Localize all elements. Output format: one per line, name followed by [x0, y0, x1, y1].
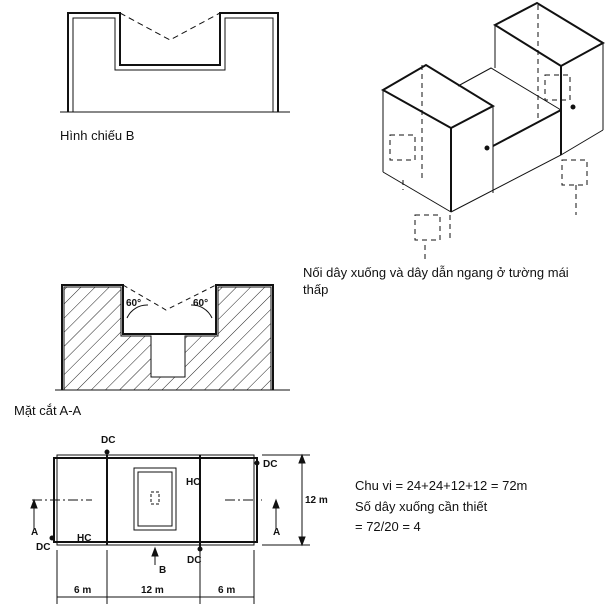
isometric-drawing: [380, 1, 606, 260]
dc-label-bottom: DC: [187, 555, 201, 566]
section-a-left: A: [31, 527, 38, 538]
isometric-caption-line2: thấp: [303, 282, 329, 297]
section-a-right: A: [273, 527, 280, 538]
elevation-b-caption: Hình chiếu B: [60, 128, 135, 143]
section-aa-drawing: 60° 60°: [55, 284, 290, 391]
view-b-label: B: [159, 565, 166, 576]
elevation-b-drawing: [60, 12, 290, 113]
dim-left: 6 m: [74, 585, 91, 596]
hc-label-bottom: HC: [77, 533, 91, 544]
isometric-caption-line1: Nối dây xuống và dây dẫn ngang ở tường m…: [303, 265, 569, 280]
downconductors-note: Số dây xuống cần thiết: [355, 499, 488, 514]
angle-left-label: 60°: [126, 298, 141, 309]
angle-right-label: 60°: [193, 298, 208, 309]
dim-right: 6 m: [218, 585, 235, 596]
section-aa-caption: Mặt cắt A-A: [14, 403, 82, 418]
dim-mid: 12 m: [141, 585, 164, 596]
dc-label-top: DC: [101, 435, 115, 446]
dc-label-left: DC: [36, 542, 50, 553]
perimeter-note: Chu vi = 24+24+12+12 = 72m: [355, 478, 528, 493]
hc-label-right: HC: [186, 477, 200, 488]
dim-height: 12 m: [305, 495, 328, 506]
dc-label-right: DC: [263, 459, 277, 470]
plan-drawing: DC DC DC DC HC HC A A B 6 m 12 m 6 m 12 …: [30, 435, 328, 604]
downconductors-calc: = 72/20 = 4: [355, 519, 421, 534]
